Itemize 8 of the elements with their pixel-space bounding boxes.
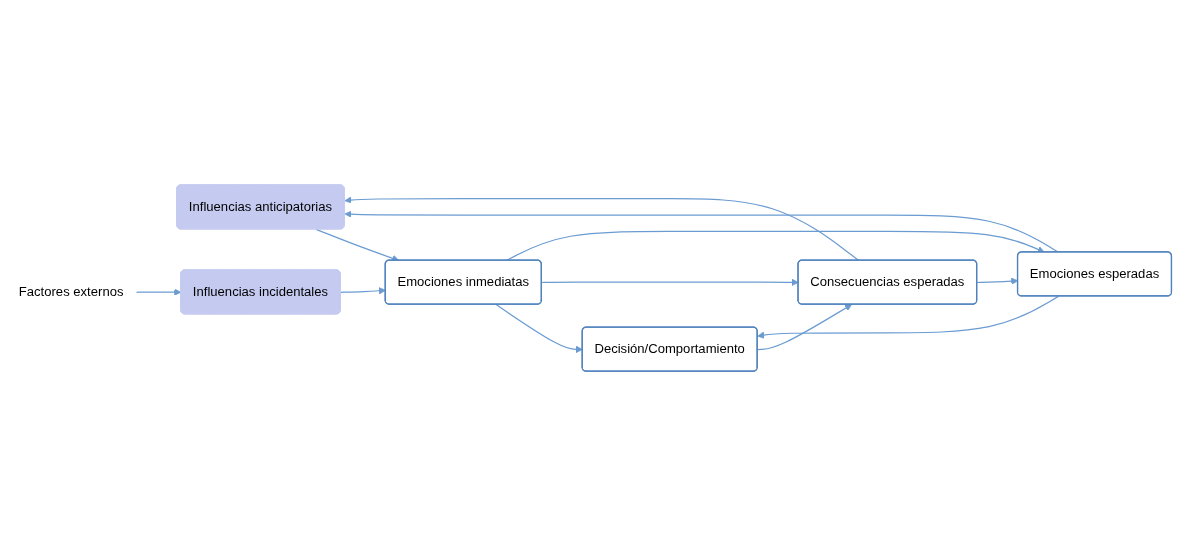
node-text: Factores externos <box>18 284 124 299</box>
arrow <box>344 210 1059 253</box>
arrow <box>541 278 799 286</box>
arrow <box>135 288 182 296</box>
arrow <box>344 196 860 262</box>
arrow <box>340 287 386 295</box>
arrow <box>757 295 1059 339</box>
arrow <box>495 303 583 353</box>
